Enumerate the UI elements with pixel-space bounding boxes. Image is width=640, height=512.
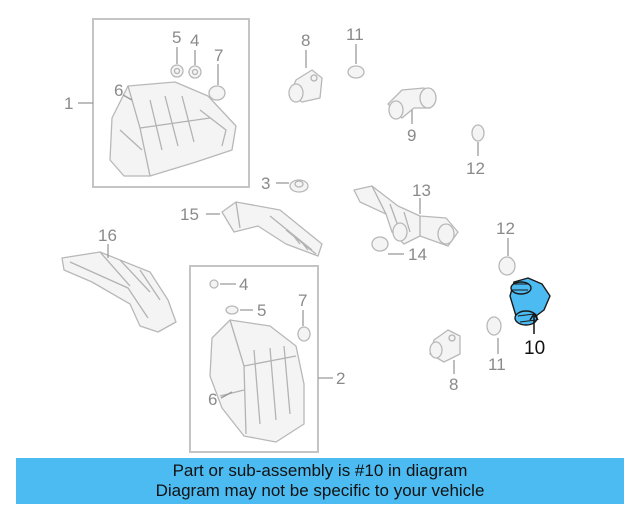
callout-7-lower: 7	[298, 291, 307, 310]
clamp-11-upper	[347, 65, 365, 79]
bolt-4-upper	[188, 65, 202, 79]
info-banner: Part or sub-assembly is #10 in diagram D…	[16, 458, 624, 504]
callout-14: 14	[408, 245, 427, 264]
sensor-8-lower	[429, 329, 461, 363]
callout-5-upper: 5	[172, 28, 181, 47]
callout-2: 2	[336, 369, 345, 388]
assembly-box-lower	[189, 265, 319, 453]
callout-11-upper: 11	[346, 25, 364, 44]
banner-line-1: Part or sub-assembly is #10 in diagram	[172, 461, 468, 480]
lower-air-cleaner	[209, 319, 305, 443]
clamp-12-upper	[471, 124, 485, 142]
callout-11-lower: 11	[488, 355, 506, 374]
callout-9: 9	[407, 126, 416, 145]
callout-15: 15	[180, 205, 199, 224]
callout-4-lower: 4	[239, 275, 248, 294]
resonator-16	[61, 251, 177, 333]
sensor-8-upper	[288, 69, 323, 103]
oring-7-lower	[297, 326, 311, 342]
hose-10-highlighted	[509, 277, 551, 326]
callout-6-lower: 6	[208, 390, 217, 409]
callout-7-upper: 7	[214, 46, 223, 65]
callout-8-upper: 8	[301, 31, 310, 50]
duct-15	[221, 201, 323, 257]
bolt-5-lower	[225, 305, 239, 315]
grommet-3	[289, 179, 309, 193]
callout-13: 13	[412, 181, 431, 200]
banner-line-2: Diagram may not be specific to your vehi…	[155, 481, 485, 500]
oring-7-upper	[208, 85, 226, 101]
leader-10	[529, 312, 539, 334]
callout-3: 3	[261, 174, 270, 193]
duct-13	[353, 185, 459, 247]
callout-6-upper: 6	[114, 81, 123, 100]
clamp-14	[371, 236, 389, 252]
upper-air-cleaner	[109, 81, 237, 177]
clamp-11-lower	[486, 316, 502, 336]
bolt-5-upper	[170, 64, 184, 78]
callout-12-upper: 12	[466, 159, 485, 178]
callout-8-lower: 8	[449, 375, 458, 394]
callout-4-upper: 4	[190, 31, 199, 50]
callout-10: 10	[524, 338, 545, 359]
callout-1: 1	[64, 94, 73, 113]
callout-16: 16	[98, 226, 117, 245]
parts-diagram: 1 2 3 4 4 5 5 6 6 7 7 8 8 9 10 11 11 12 …	[61, 18, 551, 453]
clamp-12-lower	[498, 256, 516, 276]
callout-5-lower: 5	[257, 301, 266, 320]
callout-12-lower: 12	[496, 219, 515, 238]
hose-9	[387, 87, 437, 120]
bolt-4-lower	[209, 279, 219, 289]
